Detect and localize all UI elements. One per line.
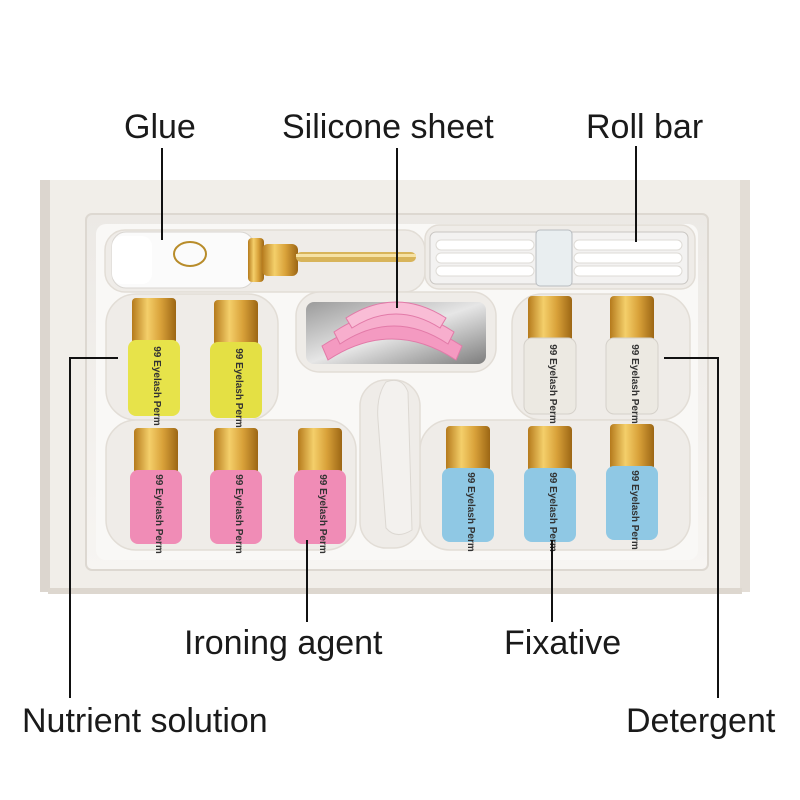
label-roll-bar: Roll bar <box>586 108 704 146</box>
detergent-bottle-1: 99 Eyelash Perm <box>523 296 577 424</box>
bottle-row-top: 99 Eyelash Perm 99 Eyelash Perm 99 Eyela… <box>128 296 659 428</box>
label-nutrient-solution: Nutrient solution <box>22 702 268 740</box>
label-ironing-agent: Ironing agent <box>184 624 383 662</box>
label-fixative: Fixative <box>504 624 622 662</box>
svg-text:99 Eyelash Perm: 99 Eyelash Perm <box>465 472 476 552</box>
svg-text:99 Eyelash Perm: 99 Eyelash Perm <box>233 348 244 428</box>
ironing-bottle-2: 99 Eyelash Perm <box>210 428 262 554</box>
svg-text:99 Eyelash Perm: 99 Eyelash Perm <box>629 344 640 424</box>
glue-bottle <box>111 231 416 289</box>
ironing-bottle-3: 99 Eyelash Perm <box>294 428 346 554</box>
applicator-stick <box>377 379 413 535</box>
leader-lines <box>69 146 719 698</box>
svg-text:99 Eyelash Perm: 99 Eyelash Perm <box>629 470 640 550</box>
nutrient-leader <box>69 357 118 698</box>
svg-text:99 Eyelash Perm: 99 Eyelash Perm <box>547 344 558 424</box>
bottle-row-bottom: 99 Eyelash Perm 99 Eyelash Perm 99 Eyela… <box>130 424 658 554</box>
label-glue: Glue <box>124 108 196 146</box>
ironing-bottle-1: 99 Eyelash Perm <box>130 428 182 554</box>
label-silicone-sheet: Silicone sheet <box>282 108 494 146</box>
nutrient-bottle-1: 99 Eyelash Perm <box>128 298 180 426</box>
detergent-bottle-2: 99 Eyelash Perm <box>605 296 659 424</box>
svg-text:99 Eyelash Perm: 99 Eyelash Perm <box>233 474 244 554</box>
fixative-bottle-1: 99 Eyelash Perm <box>442 426 494 552</box>
fixative-bottle-2: 99 Eyelash Perm <box>524 426 576 552</box>
svg-text:99 Eyelash Perm: 99 Eyelash Perm <box>317 474 328 554</box>
detergent-leader <box>664 357 719 698</box>
nutrient-bottle-2: 99 Eyelash Perm <box>210 300 262 428</box>
roll-bar-pack <box>429 229 689 287</box>
svg-text:99 Eyelash Perm: 99 Eyelash Perm <box>151 346 162 426</box>
svg-text:99 Eyelash Perm: 99 Eyelash Perm <box>153 474 164 554</box>
label-detergent: Detergent <box>626 702 776 740</box>
fixative-bottle-3: 99 Eyelash Perm <box>606 424 658 550</box>
silicone-sheet-pack <box>306 301 486 364</box>
svg-text:99 Eyelash Perm: 99 Eyelash Perm <box>547 472 558 552</box>
